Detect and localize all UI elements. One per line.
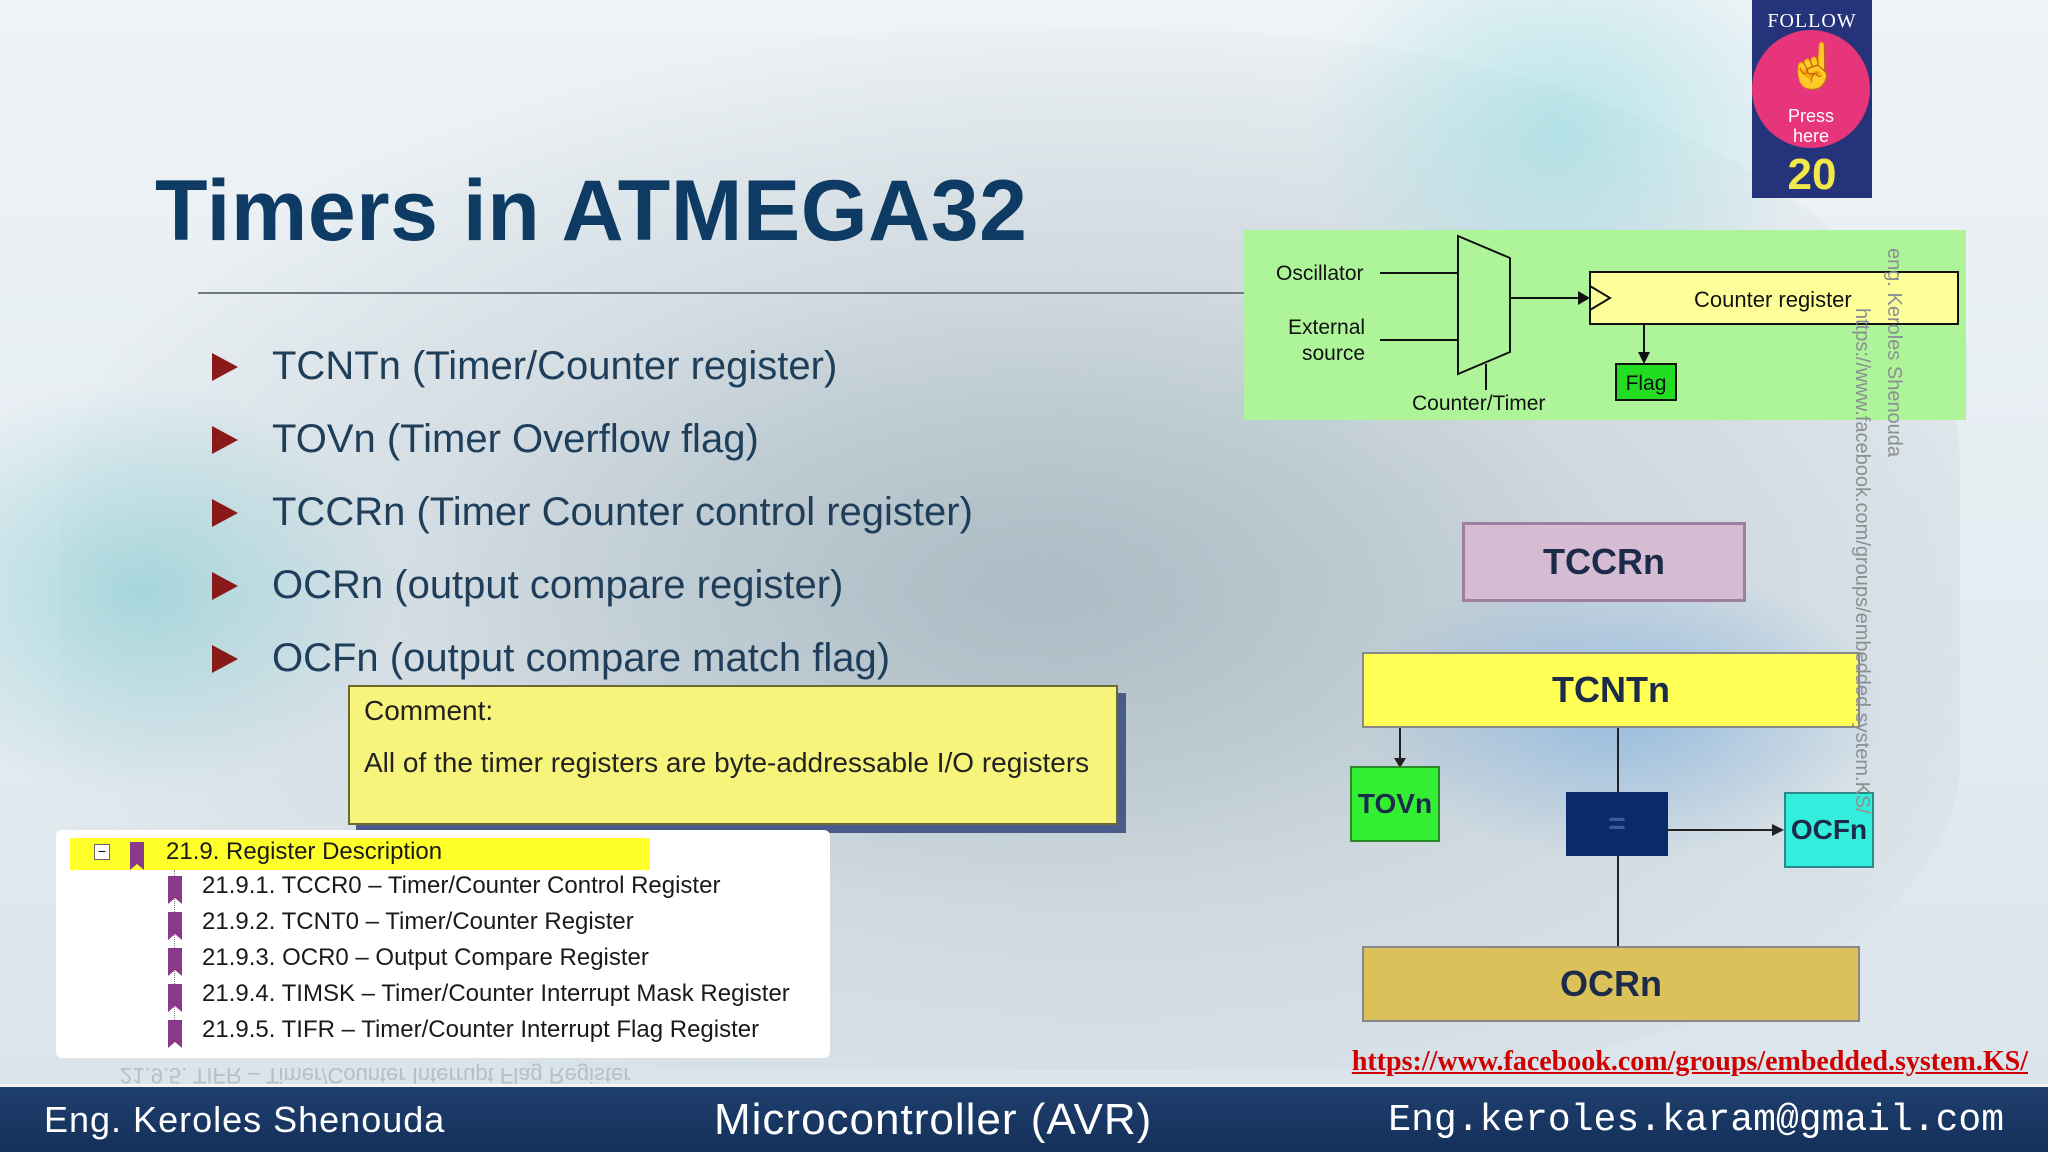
bullet-text: OCRn (output compare register) [272,563,844,607]
comparator-block: = [1566,792,1668,856]
bullet-list: TCNTn (Timer/Counter register) TOVn (Tim… [212,330,1112,695]
bullet-arrow-icon [212,425,238,454]
facebook-group-link[interactable]: https://www.facebook.com/groups/embedded… [1351,1046,2028,1077]
bullet-item: TCNTn (Timer/Counter register) [212,330,1112,403]
bullet-arrow-icon [212,498,238,527]
arrow-head-icon [1578,291,1590,305]
footer-course: Microcontroller (AVR) [714,1095,1153,1144]
tree-item[interactable]: 21.9.1. TCCR0 – Timer/Counter Control Re… [202,872,721,899]
bullet-text: OCFn (output compare match flag) [272,636,891,680]
oscillator-label: Oscillator [1276,262,1364,285]
bullet-text: TOVn (Timer Overflow flag) [272,417,759,461]
bookmark-icon [168,1020,182,1048]
flag-box [1615,363,1677,401]
ocrn-block: OCRn [1362,946,1860,1022]
bookmark-icon [168,948,182,976]
tree-highlight [70,838,650,870]
bookmark-icon [168,984,182,1012]
tcntn-block: TCNTn [1362,652,1860,728]
external-label-line1: External [1288,316,1365,339]
bookmark-icon [168,912,182,940]
tovn-block: TOVn [1350,766,1440,842]
bullet-text: TCNTn (Timer/Counter register) [272,344,838,388]
bullet-arrow-icon [212,352,238,381]
tree-item[interactable]: 21.9.5. TIFR – Timer/Counter Interrupt F… [202,1016,760,1043]
multiplexer-shape [1457,234,1511,376]
title-divider [198,292,1248,294]
background-decoration [0,380,400,800]
bullet-text: TCCRn (Timer Counter control register) [272,490,973,534]
tree-item[interactable]: 21.9.4. TIMSK – Timer/Counter Interrupt … [202,980,790,1007]
comment-body: All of the timer registers are byte-addr… [364,747,1090,778]
flag-label: Flag [1626,372,1667,395]
collapse-toggle-icon[interactable]: − [94,844,110,860]
slide-title: Timers in ATMEGA32 [155,163,1028,259]
counter-register-box [1589,271,1959,325]
tree-item[interactable]: 21.9.3. OCR0 – Output Compare Register [202,944,649,971]
tree-connector [174,870,175,1020]
clock-input-icon [1589,285,1612,311]
counter-register-diagram: Oscillator External source Counter/Timer… [1244,230,1966,420]
bookmark-icon [130,842,144,870]
comment-title: Comment: [364,695,494,726]
register-description-tree: − 21.9. Register Description 21.9.1. TCC… [56,830,830,1058]
tree-item[interactable]: 21.9.2. TCNT0 – Timer/Counter Register [202,908,634,935]
bullet-item: TOVn (Timer Overflow flag) [212,403,1112,476]
bullet-item: OCRn (output compare register) [212,549,1112,622]
bookmark-icon [168,876,182,904]
bullet-arrow-icon [212,571,238,600]
counter-timer-label: Counter/Timer [1412,392,1545,415]
footer-author: Eng. Keroles Shenouda [44,1099,446,1140]
page-number: 20 [1787,150,1837,199]
tccrn-block: TCCRn [1462,522,1746,602]
arrow-head-icon [1772,824,1784,836]
bullet-arrow-icon [212,644,238,673]
ocfn-block: OCFn [1784,792,1874,868]
bullet-item: TCCRn (Timer Counter control register) [212,476,1112,549]
footer-bar: Eng. Keroles Shenouda Microcontroller (A… [0,1084,2048,1152]
arrow-head-icon [1394,758,1406,768]
arrow-head-icon [1638,352,1650,364]
vertical-watermark: eng. Keroles Shenouda https://www.facebo… [1838,248,1908,888]
footer-email: Eng.keroles.karam@gmail.com [1388,1099,2004,1142]
watermark-url: https://www.facebook.com/groups/embedded… [1851,308,1873,814]
bullet-item: OCFn (output compare match flag) [212,622,1112,695]
counter-register-label: Counter register [1694,287,1852,312]
watermark-name: eng. Keroles Shenouda [1883,248,1905,458]
comment-box: Comment: All of the timer registers are … [348,685,1118,825]
pointing-hand-icon: ☝ [1786,42,1841,91]
tree-header[interactable]: 21.9. Register Description [166,838,443,865]
external-label-line2: source [1302,342,1365,365]
